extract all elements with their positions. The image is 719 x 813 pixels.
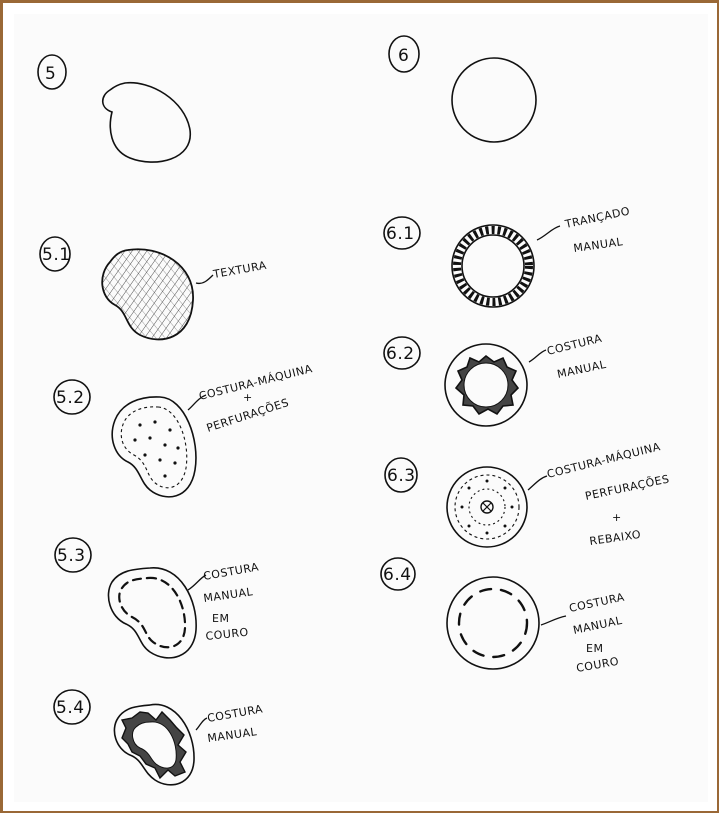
shape-5-1-crosshatch: [102, 249, 193, 339]
leader-6-4: [541, 616, 566, 625]
label-5-3-line-4: COURO: [205, 626, 249, 643]
label-6-4-line-3: EM: [586, 642, 603, 655]
label-5-3-line-1: COSTURA: [202, 560, 260, 583]
label-6-4-line-4: COURO: [575, 655, 620, 675]
item-5-number: 5: [45, 64, 56, 84]
label-6-1-line-2: MANUAL: [573, 235, 625, 255]
item-6-4: 6.4 COSTURA MANUAL EM COURO: [381, 558, 626, 675]
leader-6-1: [537, 226, 560, 240]
item-5-1-number: 5.1: [42, 245, 71, 265]
item-5-3: 5.3 COSTURA MANUAL EM COURO: [55, 538, 260, 658]
shape-6-2-inner: [464, 363, 508, 407]
item-6-1-number: 6.1: [386, 224, 415, 244]
item-6-number: 6: [398, 46, 409, 66]
item-6-2: 6.2 COSTURA MANUAL: [384, 332, 608, 426]
leader-5-1: [196, 275, 213, 283]
shape-6-1-inner: [462, 235, 524, 297]
item-6-3-number: 6.3: [387, 466, 416, 486]
item-5-4: 5.4 COSTURA MANUAL: [54, 690, 264, 785]
label-5-3-line-3: EM: [212, 612, 229, 625]
leader-6-2: [529, 350, 546, 362]
label-5-4-line-2: MANUAL: [207, 725, 259, 745]
shape-6-4-outer: [447, 577, 539, 669]
shape-6-circle: [452, 58, 536, 142]
label-5-3-line-2: MANUAL: [203, 585, 255, 605]
label-5-2-line-1: COSTURA-MÁQUINA: [198, 362, 314, 403]
leader-5-4: [196, 718, 207, 730]
leader-6-3: [528, 476, 547, 490]
shape-5-3-stitch-dashes: [119, 578, 185, 647]
label-5-4-line-1: COSTURA: [206, 702, 264, 725]
label-5-1-line-1: TEXTURA: [211, 259, 267, 281]
item-6: 6: [389, 36, 536, 142]
label-6-1-line-1: TRANÇADO: [563, 204, 631, 231]
shape-5-2-perforations: [133, 420, 179, 477]
item-6-1: 6.1 TRANÇADO MANUAL: [384, 204, 631, 307]
shape-6-3-rebaixo-cross: [483, 503, 491, 511]
label-5-2-line-2: +: [243, 391, 253, 404]
label-6-4-line-1: COSTURA: [568, 591, 626, 615]
item-5-3-number: 5.3: [57, 546, 86, 566]
item-5: 5: [38, 55, 190, 162]
item-5-2-number: 5.2: [56, 388, 85, 408]
shape-5-3-kidney: [108, 568, 196, 658]
item-5-2: 5.2 COSTURA-MÁQUINA + PERFURAÇÕES: [54, 362, 314, 497]
shape-6-4-stitch-dashes: [459, 589, 527, 657]
label-6-3-line-4: REBAIXO: [589, 528, 642, 548]
item-5-1: 5.1 TEXTURA: [40, 237, 268, 339]
label-6-4-line-2: MANUAL: [572, 614, 624, 637]
label-6-3-line-1: COSTURA-MÁQUINA: [546, 440, 662, 481]
label-6-3-line-2: PERFURAÇÕES: [584, 472, 671, 503]
label-6-2-line-2: MANUAL: [556, 358, 608, 381]
item-6-2-number: 6.2: [386, 344, 415, 364]
item-5-4-number: 5.4: [56, 698, 85, 718]
item-6-4-number: 6.4: [383, 565, 412, 585]
item-6-3: 6.3 COSTURA-MÁQUINA PERFURAÇÕES + REBAIX…: [385, 440, 671, 548]
label-6-3-line-3: +: [612, 511, 622, 524]
label-6-2-line-1: COSTURA: [546, 332, 604, 358]
shape-5-kidney: [103, 83, 191, 162]
